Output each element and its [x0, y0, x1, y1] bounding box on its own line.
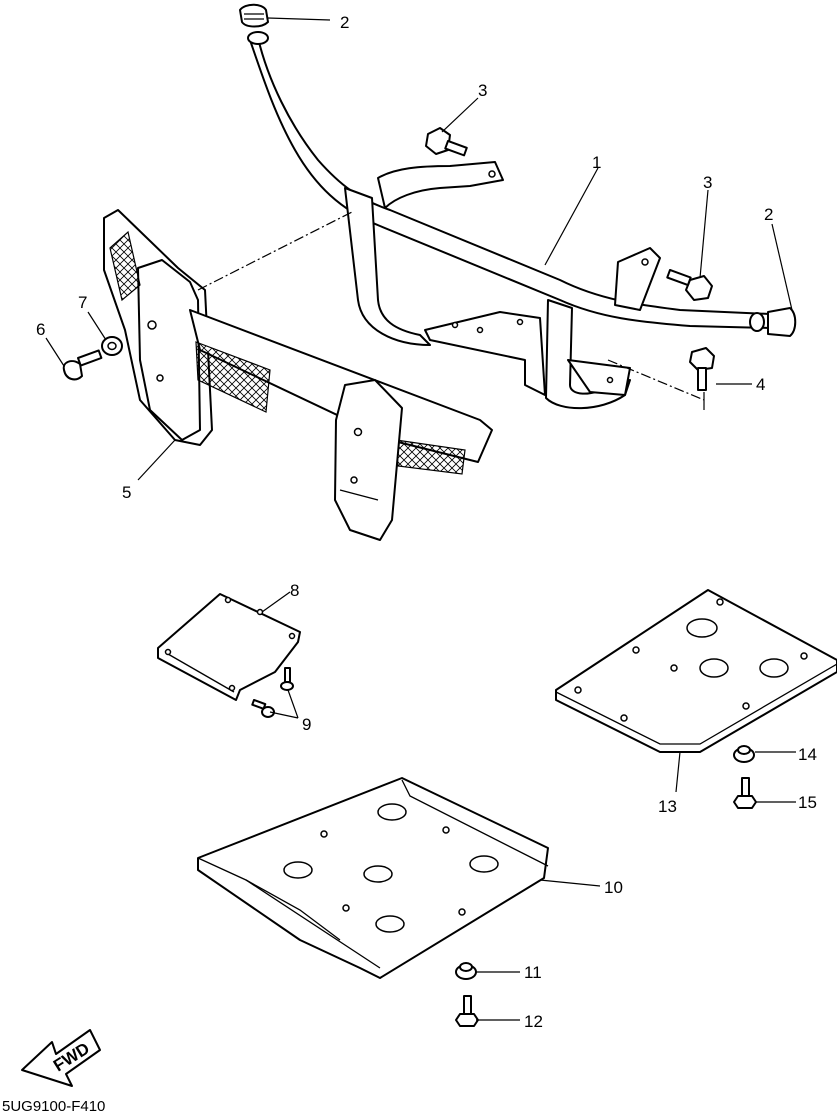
callout-2-right: 2 [764, 205, 773, 224]
bolt-4 [689, 347, 715, 391]
bolts-9 [251, 667, 294, 718]
front-bumper [103, 209, 493, 541]
callout-8: 8 [290, 581, 299, 600]
collar-11 [455, 962, 477, 980]
callout-12: 12 [524, 1012, 543, 1031]
callout-6: 6 [36, 320, 45, 339]
callout-14: 14 [798, 745, 817, 764]
callout-13: 13 [658, 797, 677, 816]
screw-6 [62, 349, 103, 381]
collar-14 [733, 745, 755, 763]
forward-arrow-icon: FWD [21, 1029, 101, 1087]
skid-plate [197, 777, 549, 979]
callout-3-right: 3 [703, 173, 712, 192]
callout-15: 15 [798, 793, 817, 812]
callouts: 2 3 1 3 2 4 5 6 7 8 9 10 11 12 13 14 15 [36, 13, 817, 1031]
tube-cap-right [767, 307, 797, 337]
callout-4: 4 [756, 375, 765, 394]
callout-7: 7 [78, 293, 87, 312]
callout-9: 9 [302, 715, 311, 734]
callout-10: 10 [604, 878, 623, 897]
leader-lines [45, 17, 796, 1021]
washer-7 [101, 336, 123, 356]
right-guard-plate [555, 589, 837, 753]
callout-2-top: 2 [340, 13, 349, 32]
callout-1: 1 [592, 153, 601, 172]
tube-cap-top [239, 3, 269, 28]
drawing-code: 5UG9100-F410 [2, 1098, 106, 1115]
flange-bolt-top [425, 127, 468, 157]
bolt-15 [733, 777, 757, 809]
callout-5: 5 [122, 483, 131, 502]
flange-bolt-right [666, 269, 713, 301]
callout-11: 11 [524, 963, 542, 982]
front-guard-frame [247, 31, 771, 410]
bolt-12 [455, 995, 479, 1027]
small-guard-plate [157, 593, 301, 701]
callout-3-top: 3 [478, 81, 487, 100]
